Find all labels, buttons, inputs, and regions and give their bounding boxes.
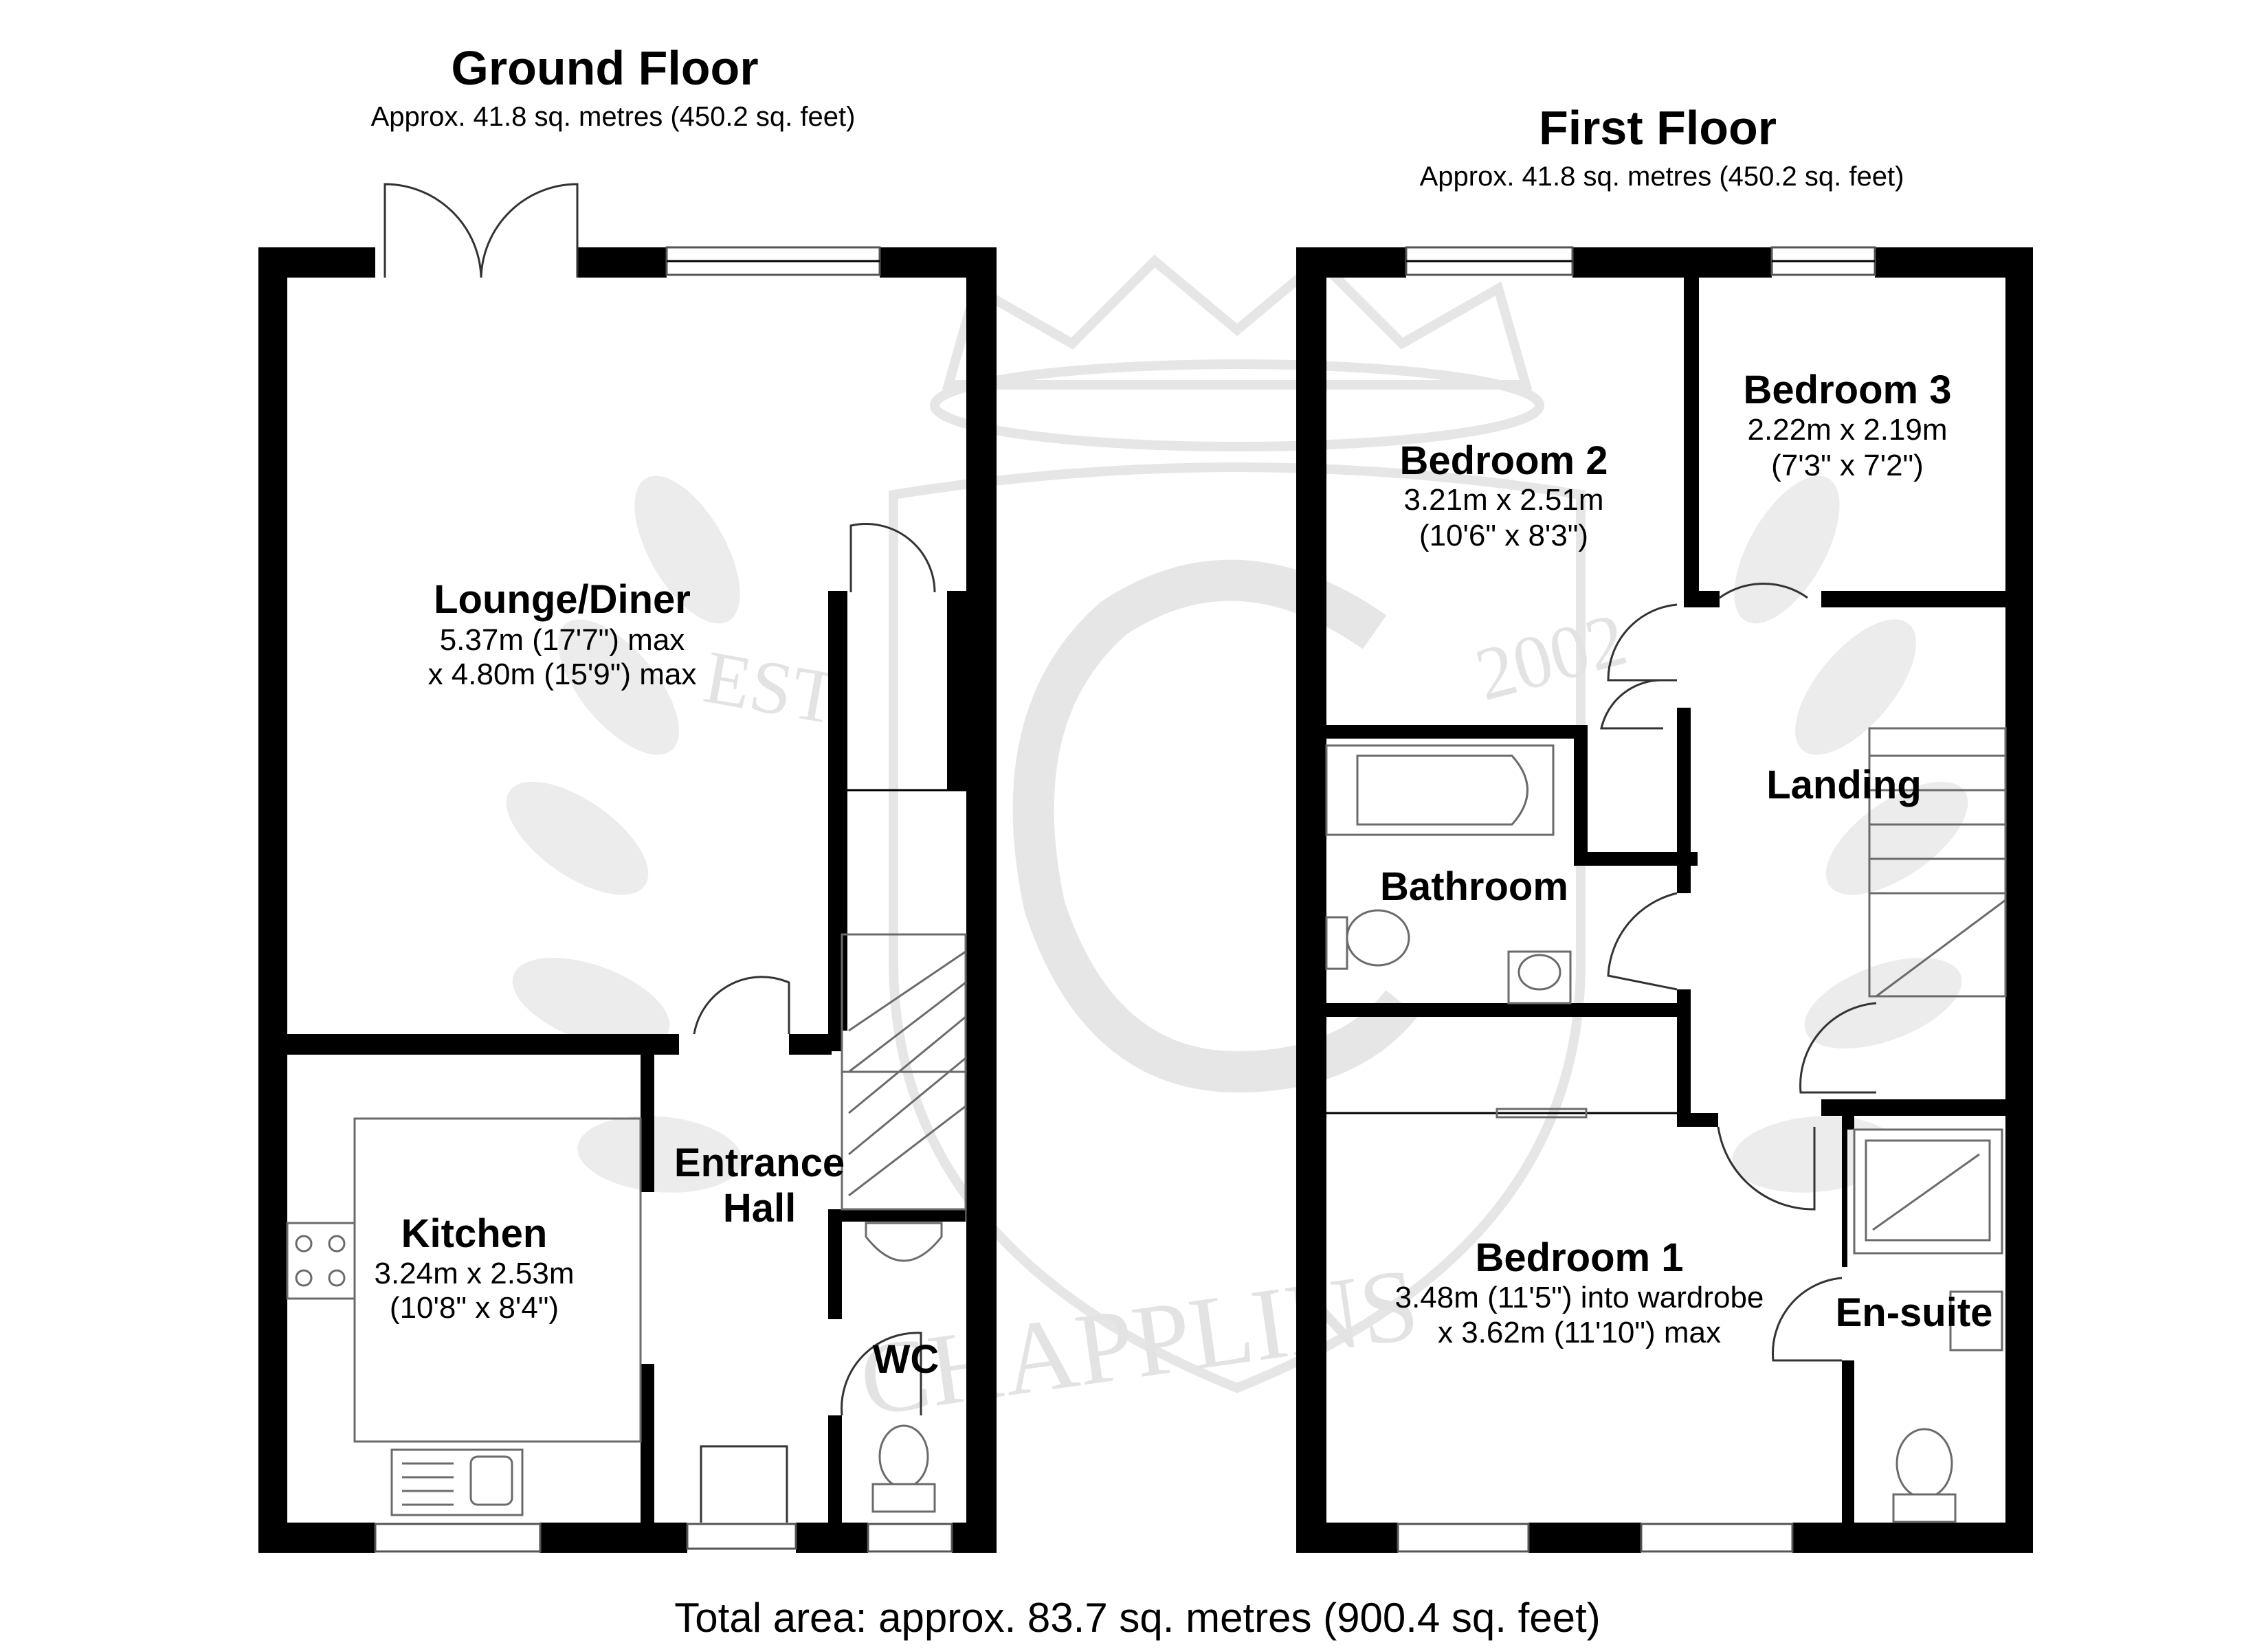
ensuite-toilet-icon — [1895, 1428, 1953, 1499]
kitchen-window — [374, 1523, 542, 1553]
wc-window — [867, 1523, 953, 1553]
bedroom1-door — [1717, 1126, 1816, 1211]
bathroom-toilet-icon — [1346, 909, 1410, 967]
basin-icon — [865, 1222, 943, 1262]
toilet-icon — [878, 1424, 929, 1489]
bathroom-door — [1607, 892, 1678, 991]
cupboard-door-ff — [1600, 679, 1664, 730]
bedroom2-dim2: (10'6" x 8'3") — [1419, 519, 1588, 552]
bedroom1-label: Bedroom 1 3.48m (11'5") into wardrobe x … — [1395, 1235, 1764, 1349]
kitchen-dim2: (10'8" x 8'4") — [390, 1291, 559, 1325]
bedroom1-name: Bedroom 1 — [1476, 1235, 1684, 1280]
wc-fixtures — [865, 1222, 943, 1513]
first-floor-walls — [1296, 247, 2033, 1553]
bedroom1-window-left — [1397, 1523, 1530, 1553]
french-doors — [383, 183, 579, 278]
first-floor-openings — [1326, 246, 1877, 1553]
ensuite-door — [1772, 1277, 1843, 1362]
landing-door — [1799, 1002, 1877, 1094]
bedroom3-label: Bedroom 3 2.22m x 2.19m (7'3" x 7'2") — [1744, 368, 1952, 482]
first-floor-title: First Floor — [1539, 101, 1777, 155]
hob — [286, 1222, 356, 1300]
bedroom2-door — [1607, 603, 1678, 682]
bedroom2-name: Bedroom 2 — [1400, 438, 1608, 483]
ground-floor-walls — [258, 247, 997, 1553]
hall-name-line2: Hall — [723, 1186, 796, 1231]
lounge-name: Lounge/Diner — [434, 577, 691, 622]
ensuite-fixtures — [1853, 1128, 2003, 1523]
bathroom-name: Bathroom — [1380, 864, 1568, 909]
bedroom2-dim1: 3.21m x 2.51m — [1403, 483, 1603, 517]
ensuite-basin-icon — [1949, 1290, 2003, 1351]
ground-stairs — [841, 933, 967, 1211]
kitchen-label: Kitchen 3.24m x 2.53m (10'8" x 8'4") — [374, 1211, 574, 1325]
bathroom-fixtures — [1325, 744, 1572, 1005]
lounge-label: Lounge/Diner 5.37m (17'7") max x 4.80m (… — [428, 577, 697, 691]
bedroom3-name: Bedroom 3 — [1744, 368, 1952, 412]
bedroom1-dim2: x 3.62m (11'10") max — [1438, 1316, 1721, 1349]
ground-floor-area: Approx. 41.8 sq. metres (450.2 sq. feet) — [371, 102, 856, 132]
first-floor-area: Approx. 41.8 sq. metres (450.2 sq. feet) — [1420, 161, 1904, 192]
bedroom3-dim1: 2.22m x 2.19m — [1747, 413, 1947, 447]
wc-door — [841, 1332, 922, 1416]
watermark-est: EST — [698, 634, 845, 740]
ground-floor-title: Ground Floor — [451, 41, 758, 95]
kitchen-fixtures — [286, 1117, 642, 1516]
bedroom1-dim1: 3.48m (11'5") into wardrobe — [1395, 1281, 1764, 1314]
cupboard-door — [849, 523, 936, 593]
kitchen-dim1: 3.24m x 2.53m — [374, 1257, 574, 1290]
hall-name-line1: Entrance — [674, 1141, 845, 1185]
wc-name: WC — [873, 1337, 940, 1382]
landing-name: Landing — [1766, 763, 1922, 807]
hall-label: Entrance Hall — [674, 1141, 845, 1231]
total-area: Total area: approx. 83.7 sq. metres (900… — [674, 1595, 1600, 1641]
ensuite-name: En-suite — [1836, 1290, 1993, 1335]
lounge-dim2: x 4.80m (15'9") max — [428, 658, 697, 691]
bedroom3-dim2: (7'3" x 7'2") — [1771, 449, 1924, 482]
lounge-door — [693, 976, 790, 1035]
lounge-dim1: 5.37m (17'7") max — [440, 623, 685, 657]
bath-icon — [1325, 744, 1555, 836]
bedroom1-window-right — [1640, 1523, 1794, 1553]
front-door — [700, 1445, 788, 1523]
bedroom2-label: Bedroom 2 3.21m x 2.51m (10'6" x 8'3") — [1400, 438, 1608, 552]
kitchen-name: Kitchen — [401, 1211, 548, 1256]
ground-floor-openings — [374, 183, 953, 1553]
watermark-year: 2002 — [1467, 596, 1635, 717]
bedroom3-door — [1719, 582, 1808, 599]
landing-stairs — [1868, 727, 2007, 998]
